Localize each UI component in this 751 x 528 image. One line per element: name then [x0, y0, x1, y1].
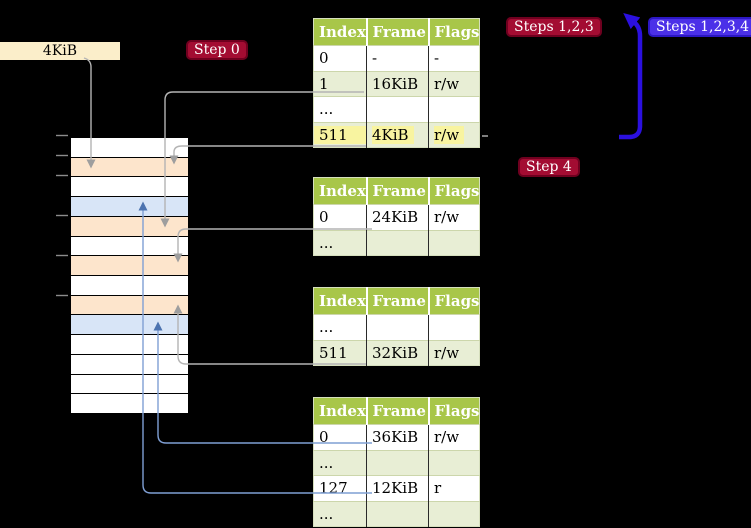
memory-row-page_table: [71, 295, 188, 316]
cell-index: 511: [313, 121, 367, 148]
cell-flags: [428, 500, 480, 527]
cell-flags: r/w: [428, 204, 480, 230]
table-header-row: Index Frame Flags: [313, 177, 480, 205]
table-row: 0 36KiB r/w: [313, 424, 480, 450]
col-header-frame: Frame: [365, 397, 429, 425]
badge-steps-1234: Steps 1,2,3,4: [648, 17, 751, 37]
table-row: ...: [313, 314, 480, 340]
cell-frame: 36KiB: [366, 424, 429, 450]
memory-row-free: [71, 236, 188, 257]
col-header-index: Index: [313, 18, 367, 46]
cell-frame: 4KiB: [366, 121, 429, 148]
cell-frame: [366, 500, 429, 527]
cell-index: 511: [313, 339, 367, 366]
memory-ticks: [56, 134, 68, 297]
cell-frame: [366, 96, 429, 122]
page-table-level-1: Index Frame Flags 0 36KiB r/w ... 127 12…: [313, 397, 480, 527]
cell-index: 0: [313, 424, 367, 450]
frame-size-label: 4KiB: [0, 42, 120, 60]
table-row: 0 - -: [313, 45, 480, 71]
cell-flags: [428, 96, 480, 122]
memory-row-free: [71, 177, 188, 198]
cell-flags: [428, 229, 480, 256]
table-row: 127 12KiB r: [313, 475, 480, 501]
cell-flags: [428, 449, 480, 476]
table-header-row: Index Frame Flags: [313, 397, 480, 425]
col-header-index: Index: [313, 287, 367, 315]
col-header-flags: Flags: [427, 287, 480, 315]
highlighted-value: 4KiB: [372, 125, 414, 144]
col-header-index: Index: [313, 177, 367, 205]
steps-loop-arrow: [619, 13, 643, 140]
table-row: ...: [313, 500, 480, 527]
highlighted-value: r/w: [434, 125, 465, 144]
page-table-level-4: Index Frame Flags 0 - - 1 16KiB r/w ... …: [313, 18, 480, 148]
page-table-level-2: Index Frame Flags ... 511 32KiB r/w: [313, 287, 480, 366]
cell-index: 0: [313, 204, 367, 230]
memory-row-free: [71, 335, 188, 355]
table-row: ...: [313, 449, 480, 476]
cell-index: ...: [313, 500, 367, 527]
cell-index: 1: [313, 70, 367, 97]
memory-row-page_table: [71, 157, 188, 178]
col-header-flags: Flags: [427, 177, 480, 205]
memory-row-free: [71, 354, 188, 375]
badge-step-0: Step 0: [186, 40, 248, 60]
table-row-highlighted: 511 4KiB r/w: [313, 121, 480, 148]
table-row: ...: [313, 96, 480, 122]
badge-steps-123: Steps 1,2,3: [506, 17, 602, 37]
cell-flags: r/w: [428, 424, 480, 450]
cell-flags: r/w: [428, 121, 480, 148]
cell-index: 127: [313, 475, 367, 501]
cell-flags: [428, 314, 480, 340]
cell-index: ...: [313, 229, 367, 256]
cell-frame: [366, 449, 429, 476]
memory-row-free: [71, 276, 188, 296]
page-table-level-3: Index Frame Flags 0 24KiB r/w ...: [313, 177, 480, 256]
cell-flags: r/w: [428, 339, 480, 366]
table-row: 0 24KiB r/w: [313, 204, 480, 230]
memory-row-free: [71, 138, 188, 158]
table-row: 1 16KiB r/w: [313, 70, 480, 97]
memory-row-page_table: [71, 216, 188, 237]
table-header-row: Index Frame Flags: [313, 18, 480, 46]
cell-frame: 12KiB: [366, 475, 429, 501]
cell-frame: -: [366, 45, 429, 71]
col-header-frame: Frame: [365, 18, 429, 46]
cell-frame: [366, 229, 429, 256]
cell-frame: 24KiB: [366, 204, 429, 230]
col-header-index: Index: [313, 397, 367, 425]
memory-row-page_table: [71, 256, 188, 277]
cell-frame: 32KiB: [366, 339, 429, 366]
cell-index: ...: [313, 96, 367, 122]
col-header-frame: Frame: [365, 177, 429, 205]
cell-index: ...: [313, 314, 367, 340]
cell-frame: 16KiB: [366, 70, 429, 97]
col-header-frame: Frame: [365, 287, 429, 315]
highlighted-value: 511: [314, 125, 366, 144]
badge-step-4: Step 4: [518, 157, 580, 177]
table-row: 511 32KiB r/w: [313, 339, 480, 366]
cell-frame: [366, 314, 429, 340]
memory-column: [69, 136, 190, 415]
cell-flags: -: [428, 45, 480, 71]
table-row: ...: [313, 229, 480, 256]
memory-row-free: [71, 394, 188, 414]
col-header-flags: Flags: [427, 397, 480, 425]
cell-index: ...: [313, 449, 367, 476]
cell-index: 0: [313, 45, 367, 71]
col-header-flags: Flags: [427, 18, 480, 46]
table-header-row: Index Frame Flags: [313, 287, 480, 315]
cell-flags: r: [428, 475, 480, 501]
memory-row-page: [71, 315, 188, 336]
memory-row-page: [71, 197, 188, 217]
cell-flags: r/w: [428, 70, 480, 97]
memory-row-free: [71, 374, 188, 395]
